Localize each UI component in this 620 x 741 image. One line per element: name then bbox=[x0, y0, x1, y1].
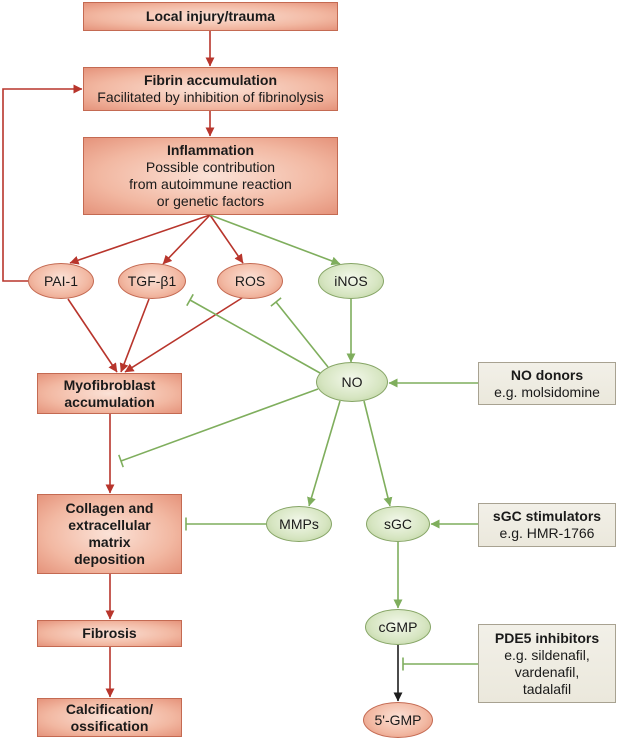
mmps-label: MMPs bbox=[279, 515, 319, 532]
local-injury-label: Local injury/trauma bbox=[145, 8, 276, 24]
inflammation-note-line: from autoimmune reaction bbox=[129, 176, 292, 192]
inflammation-title: Inflammation bbox=[166, 142, 255, 158]
inflammation-note-line: Possible contribution bbox=[145, 159, 276, 175]
tgfb1-node: TGF-β1 bbox=[118, 263, 186, 299]
inhibit-mmps-to-collagen bbox=[185, 517, 266, 531]
tgfb1-label: TGF-β1 bbox=[127, 272, 177, 289]
calcification-box: Calcification/ ossification bbox=[37, 698, 182, 737]
5gmp-label: 5'-GMP bbox=[374, 711, 422, 728]
myofibroblast-accumulation-box: Myofibroblast accumulation bbox=[37, 373, 182, 414]
collagen-label-line: deposition bbox=[74, 551, 145, 567]
sgc-node: sGC bbox=[366, 506, 430, 542]
pde5-inhibitors-example: vardenafil, bbox=[514, 663, 580, 680]
local-injury-box: Local injury/trauma bbox=[83, 2, 338, 31]
pde5-inhibitors-example: e.g. sildenafil, bbox=[504, 646, 590, 663]
no-node: NO bbox=[316, 362, 388, 402]
inos-label: iNOS bbox=[334, 272, 368, 289]
arrow-inflammation-to-inos bbox=[209, 214, 341, 266]
arrow-inflammation-to-tgfb1 bbox=[162, 214, 211, 265]
no-donors-title: NO donors bbox=[510, 366, 584, 383]
ros-node: ROS bbox=[217, 263, 283, 299]
inhibit-no-to-tgfb1 bbox=[186, 293, 321, 374]
arrow-pai1-to-myofibroblast bbox=[67, 298, 118, 373]
pde5-inhibitors-box: PDE5 inhibitors e.g. sildenafil, vardena… bbox=[478, 624, 616, 703]
no-donors-example: e.g. molsidomine bbox=[494, 383, 600, 400]
fibrin-accumulation-title: Fibrin accumulation bbox=[143, 72, 277, 88]
collagen-label-line: matrix bbox=[88, 534, 131, 550]
sgc-stimulators-example: e.g. HMR-1766 bbox=[499, 525, 595, 541]
fibrosis-box: Fibrosis bbox=[37, 620, 182, 647]
arrow-ros-to-myofibroblast bbox=[124, 297, 243, 373]
calcification-label-line: Calcification/ bbox=[65, 700, 154, 717]
arrow-no-to-mmps bbox=[307, 400, 341, 507]
myofibroblast-label-line: accumulation bbox=[64, 393, 155, 410]
cgmp-node: cGMP bbox=[365, 609, 431, 645]
inflammation-note-line: or genetic factors bbox=[156, 193, 265, 209]
ros-label: ROS bbox=[234, 272, 266, 289]
arrow-pai1-feedback-to-fibrin bbox=[2, 84, 83, 282]
pde5-inhibitors-example: tadalafil bbox=[522, 680, 572, 697]
inhibit-pde5-inhibitors-on-cgmp-breakdown bbox=[402, 657, 478, 671]
fibrin-accumulation-box: Fibrin accumulation Facilitated by inhib… bbox=[83, 67, 338, 111]
mmps-node: MMPs bbox=[266, 506, 332, 542]
pde5-inhibitors-title: PDE5 inhibitors bbox=[494, 629, 600, 646]
inflammation-box: Inflammation Possible contribution from … bbox=[83, 137, 338, 215]
inos-node: iNOS bbox=[318, 263, 384, 299]
inhibit-no-to-collagen-deposition bbox=[118, 388, 319, 468]
collagen-label-line: Collagen and bbox=[65, 500, 154, 516]
arrow-inflammation-to-pai1 bbox=[69, 214, 211, 265]
sgc-stimulators-box: sGC stimulators e.g. HMR-1766 bbox=[478, 503, 616, 547]
no-label: NO bbox=[341, 373, 363, 390]
arrow-no-to-sgc bbox=[363, 400, 393, 507]
pai1-node: PAI-1 bbox=[28, 263, 94, 299]
sgc-label: sGC bbox=[384, 515, 412, 532]
5gmp-node: 5'-GMP bbox=[363, 702, 433, 738]
collagen-label-line: extracellular bbox=[68, 517, 151, 533]
no-donors-box: NO donors e.g. molsidomine bbox=[478, 362, 616, 405]
arrow-inflammation-to-ros bbox=[209, 214, 244, 264]
myofibroblast-label-line: Myofibroblast bbox=[63, 376, 156, 393]
sgc-stimulators-title: sGC stimulators bbox=[492, 508, 602, 524]
fibrosis-label: Fibrosis bbox=[82, 625, 137, 641]
inhibit-no-to-ros bbox=[270, 297, 329, 368]
fibrin-accumulation-note: Facilitated by inhibition of fibrinolysi… bbox=[97, 89, 324, 105]
arrow-tgfb1-to-myofibroblast bbox=[119, 298, 150, 373]
collagen-deposition-box: Collagen and extracellular matrix deposi… bbox=[37, 494, 182, 574]
pai1-label: PAI-1 bbox=[44, 272, 78, 289]
calcification-label-line: ossification bbox=[70, 717, 149, 734]
cgmp-label: cGMP bbox=[378, 618, 418, 635]
